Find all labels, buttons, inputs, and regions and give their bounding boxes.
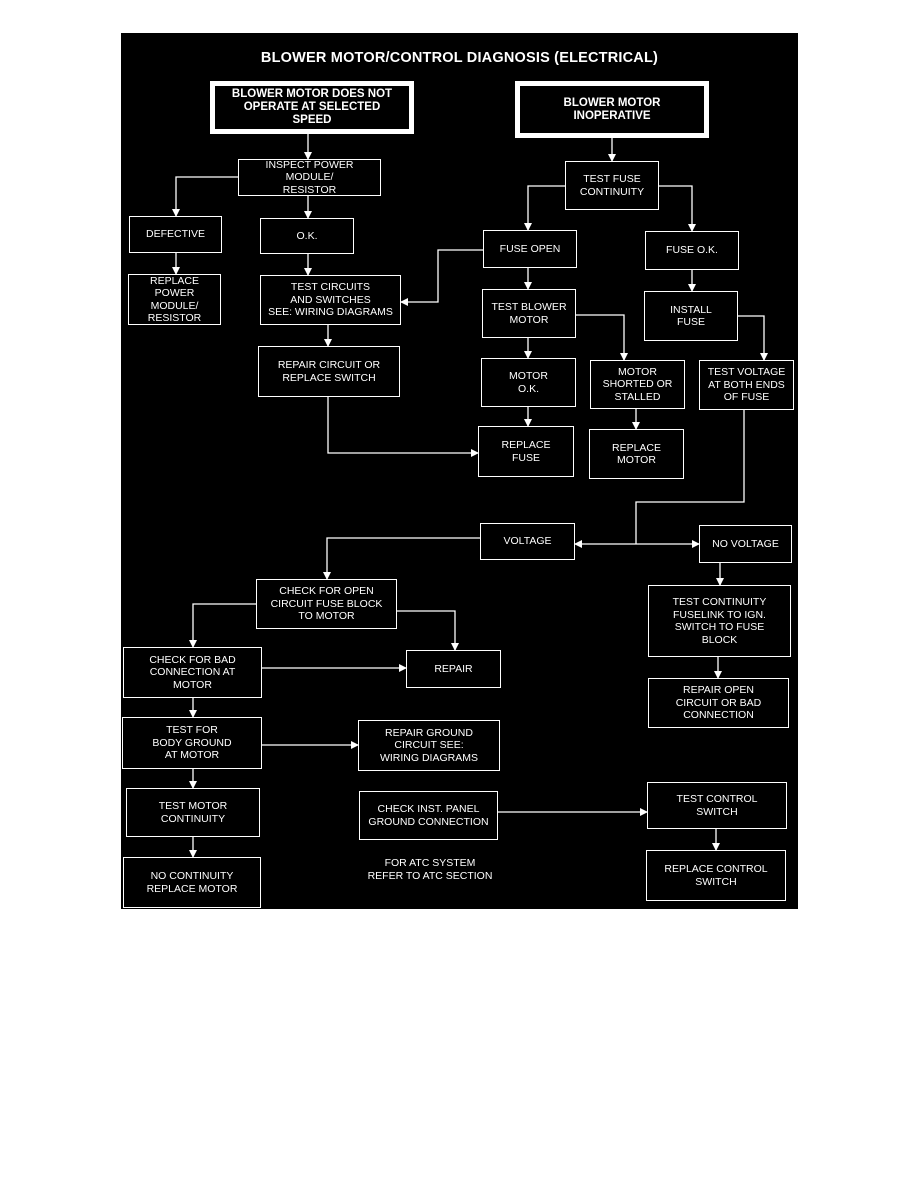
box-inspect-power-module: INSPECT POWER MODULE/ RESISTOR bbox=[238, 159, 381, 196]
diagram-title: BLOWER MOTOR/CONTROL DIAGNOSIS (ELECTRIC… bbox=[260, 50, 659, 66]
box-defective: DEFECTIVE bbox=[129, 216, 222, 253]
box-ok: O.K. bbox=[260, 218, 354, 254]
box-motor-ok: MOTOR O.K. bbox=[481, 358, 576, 407]
line-testblower-to-shorted bbox=[576, 314, 628, 361]
box-test-blower-motor: TEST BLOWER MOTOR bbox=[482, 289, 576, 338]
line-install-to-testvoltage bbox=[738, 315, 768, 361]
line-checkopen-to-repair bbox=[397, 610, 459, 651]
box-test-continuity-fuselink: TEST CONTINUITY FUSELINK TO IGN. SWITCH … bbox=[648, 585, 791, 657]
box-repair-ground-circuit: REPAIR GROUND CIRCUIT SEE: WIRING DIAGRA… bbox=[358, 720, 500, 771]
box-replace-control-switch: REPLACE CONTROL SWITCH bbox=[646, 850, 786, 901]
box-test-fuse-continuity: TEST FUSE CONTINUITY bbox=[565, 161, 659, 210]
line-checkopen-to-badconn bbox=[189, 603, 256, 648]
box-voltage: VOLTAGE bbox=[480, 523, 575, 560]
line-testvoltage-down bbox=[635, 410, 745, 544]
line-testfuse-to-fuseopen bbox=[524, 185, 565, 231]
box-repair-circuit-replace-switch: REPAIR CIRCUIT OR REPLACE SWITCH bbox=[258, 346, 400, 397]
line-voltage-to-checkopen bbox=[323, 537, 480, 580]
box-fuse-ok: FUSE O.K. bbox=[645, 231, 739, 270]
box-blower-motor-inoperative: BLOWER MOTOR INOPERATIVE bbox=[515, 81, 709, 138]
line-repair-to-replacefuse bbox=[327, 397, 479, 457]
box-no-continuity-replace-motor: NO CONTINUITY REPLACE MOTOR bbox=[123, 857, 261, 908]
box-test-voltage-fuse: TEST VOLTAGE AT BOTH ENDS OF FUSE bbox=[699, 360, 794, 410]
atc-system-note: FOR ATC SYSTEM REFER TO ATC SECTION bbox=[367, 857, 493, 882]
box-motor-shorted-stalled: MOTOR SHORTED OR STALLED bbox=[590, 360, 685, 409]
box-repair: REPAIR bbox=[406, 650, 501, 688]
line-fuseopen-to-testcircuits bbox=[400, 249, 483, 306]
box-blower-motor-does-not-operate: BLOWER MOTOR DOES NOT OPERATE AT SELECTE… bbox=[210, 81, 414, 134]
box-fuse-open: FUSE OPEN bbox=[483, 230, 577, 268]
box-check-open-circuit: CHECK FOR OPEN CIRCUIT FUSE BLOCK TO MOT… bbox=[256, 579, 397, 629]
box-test-motor-continuity: TEST MOTOR CONTINUITY bbox=[126, 788, 260, 837]
box-replace-motor: REPLACE MOTOR bbox=[589, 429, 684, 479]
box-test-control-switch: TEST CONTROL SWITCH bbox=[647, 782, 787, 829]
box-repair-open-circuit: REPAIR OPEN CIRCUIT OR BAD CONNECTION bbox=[648, 678, 789, 728]
box-check-inst-panel-ground: CHECK INST. PANEL GROUND CONNECTION bbox=[359, 791, 498, 840]
box-check-bad-connection: CHECK FOR BAD CONNECTION AT MOTOR bbox=[123, 647, 262, 698]
box-test-body-ground: TEST FOR BODY GROUND AT MOTOR bbox=[122, 717, 262, 769]
box-replace-power-module: REPLACE POWER MODULE/ RESISTOR bbox=[128, 274, 221, 325]
line-testfuse-to-fuseok bbox=[659, 185, 696, 232]
box-install-fuse: INSTALL FUSE bbox=[644, 291, 738, 341]
box-replace-fuse: REPLACE FUSE bbox=[478, 426, 574, 477]
box-no-voltage: NO VOLTAGE bbox=[699, 525, 792, 563]
box-test-circuits-switches: TEST CIRCUITS AND SWITCHES SEE: WIRING D… bbox=[260, 275, 401, 325]
line-inspect-to-defective bbox=[172, 176, 238, 217]
